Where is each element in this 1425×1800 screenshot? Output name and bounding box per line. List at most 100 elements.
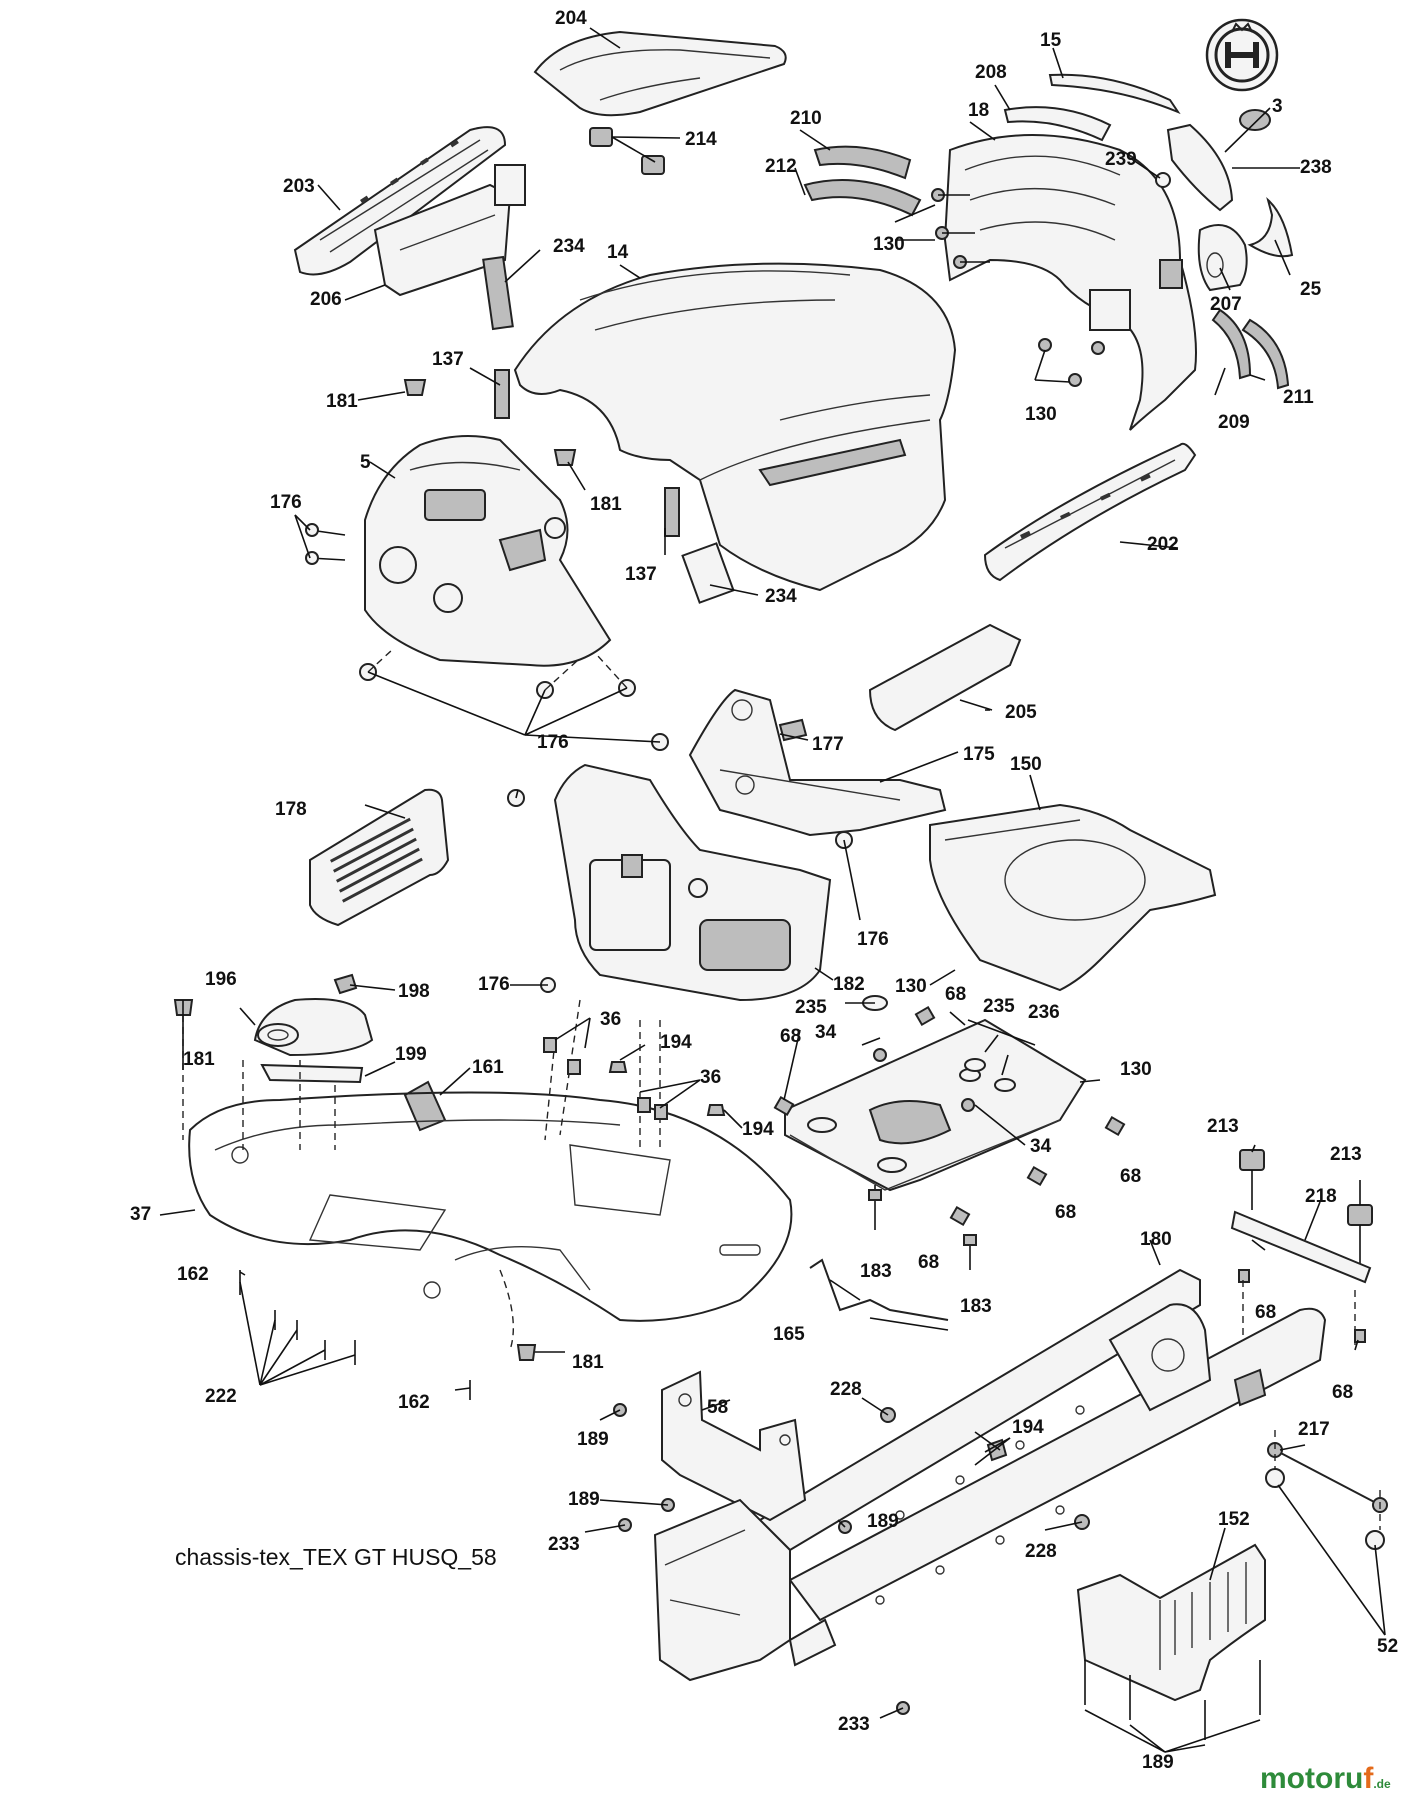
part-58-bracket [661, 1370, 807, 1522]
husqvarna-crown-icon [1205, 18, 1279, 92]
watermark-suffix: .de [1373, 1777, 1391, 1791]
callout-161: 161 [472, 1057, 504, 1078]
part-234-pad-upper [482, 255, 514, 331]
callout-234-lower: 234 [765, 586, 797, 607]
callout-189-bottom: 189 [1142, 1752, 1174, 1773]
diagram-caption: chassis-tex_TEX GT HUSQ_58 [175, 1544, 497, 1570]
callout-5: 5 [360, 452, 371, 473]
part-199-bracket [260, 1063, 364, 1084]
part-205-panel [868, 623, 1022, 732]
part-15-trim [1048, 73, 1181, 115]
callout-52: 52 [1377, 1636, 1398, 1657]
callout-217: 217 [1298, 1419, 1330, 1440]
watermark-prefix: motoru [1260, 1762, 1363, 1795]
part-182-lower-dash [553, 763, 832, 1002]
callout-235-left: 235 [795, 997, 827, 1018]
callout-181-mid: 181 [590, 494, 622, 515]
hardware-36-194-162-222 [239, 1037, 726, 1400]
part-234-pad-lower [681, 542, 735, 604]
part-150-fender [929, 803, 1217, 992]
callout-199: 199 [395, 1044, 427, 1065]
callout-189-upper: 189 [577, 1429, 609, 1450]
part-211-grille-strip [1241, 318, 1290, 390]
callout-181-upper: 181 [326, 391, 358, 412]
part-25-end-cap [1247, 197, 1294, 258]
callout-180: 180 [1140, 1229, 1172, 1250]
part-180-frame [758, 1268, 1327, 1622]
callout-36-top: 36 [600, 1009, 621, 1030]
callout-25: 25 [1300, 279, 1322, 300]
part-183-bolts [868, 1185, 977, 1270]
callout-68-top: 68 [945, 984, 966, 1005]
part-165-rod [809, 1258, 949, 1321]
part-210-grille-strip [813, 145, 912, 180]
callout-206: 206 [310, 289, 342, 310]
callout-236-top: 34 [815, 1022, 837, 1043]
callout-234-upper: 234 [553, 236, 585, 257]
part-207-light-housing [1197, 224, 1248, 292]
callout-137-lower: 137 [625, 564, 657, 585]
callout-68-low: 68 [918, 1252, 939, 1273]
frame-nose [653, 1498, 837, 1682]
part-130-screws-upper [931, 188, 1105, 387]
callout-176-left: 176 [270, 492, 302, 513]
part-178-screen [309, 788, 450, 927]
part-14-hood [513, 262, 957, 592]
callout-214: 214 [685, 129, 717, 150]
callout-130-upper: 130 [873, 234, 905, 255]
callout-58: 58 [707, 1397, 728, 1418]
callout-181-lower: 181 [572, 1352, 604, 1373]
callout-152: 152 [1218, 1509, 1250, 1530]
part-208-bumper-top [1003, 106, 1112, 142]
callout-204: 204 [555, 8, 587, 29]
callout-235-right: 235 [983, 996, 1015, 1017]
callout-178: 178 [275, 799, 307, 820]
callout-213-right: 213 [1330, 1144, 1362, 1165]
part-5-dash-panel [364, 435, 612, 667]
callout-189-right: 189 [867, 1511, 899, 1532]
callout-233-upper: 233 [548, 1534, 580, 1555]
callout-176-center: 176 [537, 732, 569, 753]
svg-text:motoruf.de: motoruf.de [1260, 1762, 1391, 1795]
parts-235-236-bushings [862, 995, 986, 1112]
callout-130-lower-left: 130 [895, 976, 927, 997]
callout-236-mid: 34 [1030, 1136, 1052, 1157]
callout-162-upper: 162 [177, 1264, 209, 1285]
callout-162-lower: 162 [398, 1392, 430, 1413]
part-239-washer [1155, 172, 1171, 188]
part-203-grille [293, 126, 507, 276]
callout-14: 14 [607, 242, 629, 263]
callout-203: 203 [283, 176, 315, 197]
callout-37: 37 [130, 1204, 151, 1225]
callout-68-rear-left: 68 [1255, 1302, 1276, 1323]
callout-194-mid: 194 [742, 1119, 774, 1140]
callout-labels: 204 15 208 3 214 210 18 239 238 212 203 … [130, 8, 1398, 1773]
callout-68-right: 68 [1120, 1166, 1141, 1187]
part-181-push-nuts [173, 379, 577, 1361]
callout-196: 196 [205, 969, 237, 990]
callout-175: 175 [963, 744, 995, 765]
part-217-52-rear [1265, 1430, 1388, 1550]
callout-228-lower: 228 [1025, 1541, 1057, 1562]
callout-213-left: 213 [1207, 1116, 1239, 1137]
callout-130-mid: 130 [1025, 404, 1057, 425]
callout-68-mid: 68 [1055, 1202, 1076, 1223]
callout-189-mid: 189 [568, 1489, 600, 1510]
callout-176-right: 176 [857, 929, 889, 950]
callout-34: 236 [1028, 1002, 1060, 1023]
callout-36-mid: 36 [700, 1067, 721, 1088]
callout-182: 182 [833, 974, 865, 995]
part-137-pad-upper [494, 369, 510, 419]
part-213-218-rear-hitch [1230, 1149, 1373, 1390]
callout-233-lower: 233 [838, 1714, 870, 1735]
callout-209: 209 [1218, 412, 1250, 433]
part-34-steering-plate [784, 1018, 1087, 1192]
callout-208: 208 [975, 62, 1007, 83]
part-209-grille-strip [1211, 308, 1252, 380]
callout-228-upper: 228 [830, 1379, 862, 1400]
callout-183-right: 183 [960, 1296, 992, 1317]
callout-181-left: 181 [183, 1049, 215, 1070]
callout-207: 207 [1210, 294, 1242, 315]
watermark-logo: motoruf.de [1260, 1762, 1391, 1795]
